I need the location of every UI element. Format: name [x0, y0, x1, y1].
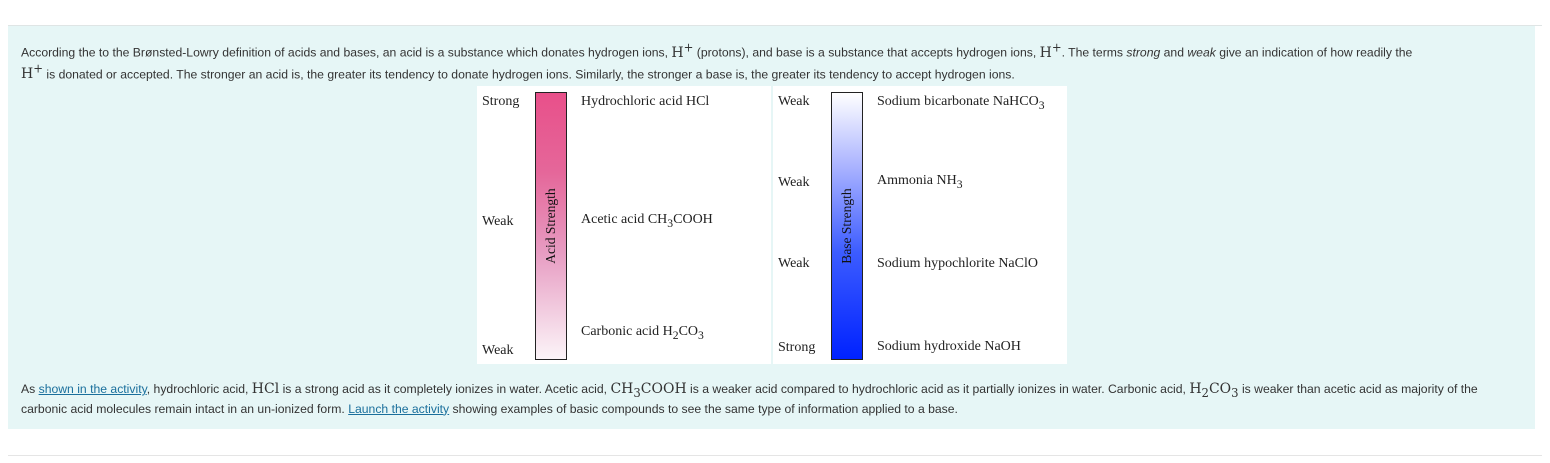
- base-strength-weak-label: Weak: [778, 175, 810, 190]
- base-strength-label: Base Strength: [839, 188, 854, 264]
- base-hypochlorite-label: Sodium hypochlorite NaClO: [877, 256, 1038, 271]
- h-plus-symbol: H+: [1039, 40, 1062, 61]
- base-strength-weak-label: Weak: [778, 256, 810, 271]
- base-strength-figure: Base Strength Weak Sodium bicarbonate Na…: [773, 86, 1067, 364]
- content-panel: According the to the Brønsted-Lowry defi…: [8, 26, 1535, 429]
- acid-strength-label: Acid Strength: [543, 188, 558, 264]
- acid-acetic-label: Acetic acid CH3COOH: [581, 212, 713, 230]
- bottom-divider: [8, 455, 1542, 456]
- acid-strength-strong-label: Strong: [482, 94, 520, 109]
- acid-strength-figure: Acid Strength Strong Hydrochloric acid H…: [477, 86, 771, 364]
- intro-paragraph: According the to the Brønsted-Lowry defi…: [21, 40, 1413, 83]
- top-divider: [8, 25, 1542, 26]
- acid-hydrochloric-label: Hydrochloric acid HCl: [581, 94, 710, 109]
- shown-in-activity-link[interactable]: shown in the activity: [38, 382, 147, 396]
- h-plus-symbol: H+: [21, 61, 43, 83]
- base-ammonia-label: Ammonia NH3: [877, 173, 963, 191]
- acid-strength-weak-label: Weak: [482, 343, 514, 358]
- acid-strength-bar: Acid Strength: [535, 92, 567, 360]
- base-strength-weak-label: Weak: [778, 94, 810, 109]
- outro-paragraph: As shown in the activity, hydrochloric a…: [21, 381, 1478, 416]
- base-hydroxide-label: Sodium hydroxide NaOH: [877, 339, 1021, 354]
- acid-carbonic-label: Carbonic acid H2CO3: [581, 324, 704, 342]
- launch-activity-link[interactable]: Launch the activity: [348, 401, 450, 416]
- h-plus-symbol: H+: [671, 40, 694, 61]
- base-strength-bar: Base Strength: [831, 92, 863, 360]
- base-bicarbonate-label: Sodium bicarbonate NaHCO3: [877, 94, 1045, 112]
- base-strength-strong-label: Strong: [778, 340, 816, 355]
- acid-strength-weak-label: Weak: [482, 214, 514, 229]
